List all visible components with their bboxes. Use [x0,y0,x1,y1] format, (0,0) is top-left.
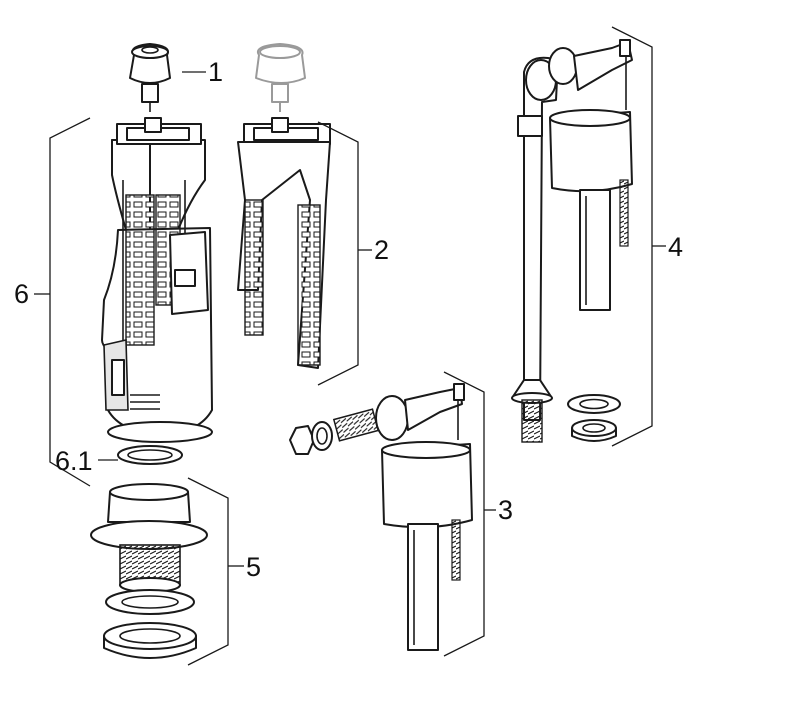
part-label-3: 3 [498,495,513,525]
part-label-2: 2 [374,235,389,265]
bracket-2 [317,121,372,386]
outlet-gasket [105,589,195,615]
outlet-lock-nut [103,622,197,659]
part-label-6-1: 6.1 [55,446,93,476]
push-button [129,43,171,112]
outlet-adapter [90,483,208,593]
push-button-alternate [255,43,306,112]
part-label-1: 1 [208,57,223,87]
bracket-5 [187,477,244,666]
fill-valve-side-entry [289,383,473,651]
bottom-entry-nut [571,419,617,442]
bottom-entry-washer [567,394,621,414]
bracket-4 [611,26,666,447]
part-label-4: 4 [668,232,683,262]
part-label-5: 5 [246,552,261,582]
fill-valve-bottom-entry [511,39,633,443]
bracket-3 [443,371,496,657]
seal-ring [117,445,183,465]
part-label-6: 6 [14,279,29,309]
flush-valve-assembly [101,117,213,443]
valve-frame [237,117,331,369]
bracket-6 [34,117,91,487]
